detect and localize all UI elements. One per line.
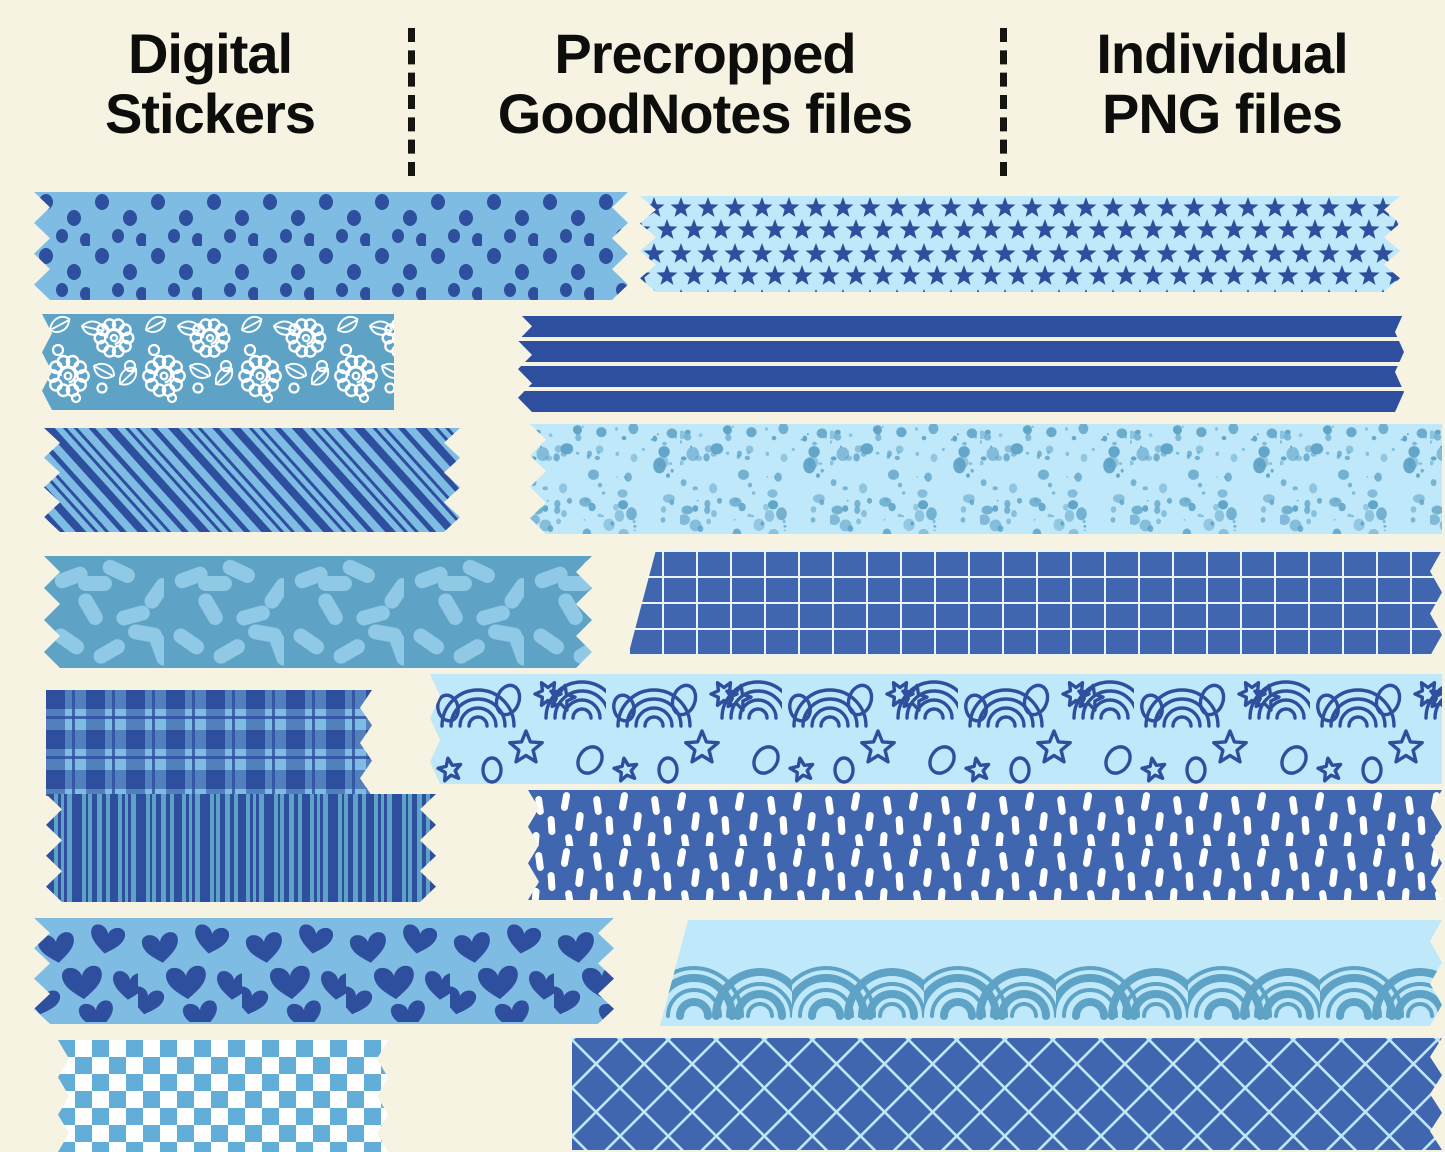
polka-dot-tape[interactable] — [34, 192, 628, 300]
gingham-plaid-tape[interactable] — [46, 690, 372, 796]
star-tape[interactable] — [640, 196, 1400, 292]
grid-tape[interactable] — [628, 550, 1442, 656]
floral-doodle-tape[interactable] — [42, 314, 394, 410]
header-divider-2 — [1000, 28, 1007, 176]
horizontal-stripe-tape[interactable] — [518, 312, 1404, 412]
white-dash-tape[interactable] — [528, 790, 1442, 900]
header-column-individual-png: Individual PNG files — [1012, 24, 1432, 144]
diagonal-stripe-tape[interactable] — [44, 428, 460, 532]
header-line-1: Digital — [127, 22, 293, 85]
header-band: Digital Stickers Precropped GoodNotes fi… — [0, 0, 1445, 186]
vertical-stripe-tape[interactable] — [46, 794, 436, 902]
doodle-star-rainbow-tape[interactable] — [430, 674, 1442, 784]
header-line-1: Precropped — [554, 22, 856, 85]
heart-tape[interactable] — [34, 918, 614, 1024]
diamond-lattice-tape[interactable] — [572, 1038, 1442, 1150]
header-line-2: GoodNotes files — [497, 81, 913, 145]
speckle-tape[interactable] — [530, 424, 1442, 534]
checkerboard-tape[interactable] — [58, 1040, 388, 1152]
header-line-1: Individual — [1096, 22, 1348, 85]
rainbow-arch-tape[interactable] — [660, 920, 1442, 1026]
header-column-precropped-goodnotes: Precropped GoodNotes files — [424, 24, 986, 144]
header-divider-1 — [408, 28, 415, 176]
header-column-digital-stickers: Digital Stickers — [20, 24, 400, 144]
header-line-2: PNG files — [1102, 81, 1343, 145]
dash-confetti-tape[interactable] — [44, 556, 592, 668]
header-line-2: Stickers — [105, 81, 316, 145]
